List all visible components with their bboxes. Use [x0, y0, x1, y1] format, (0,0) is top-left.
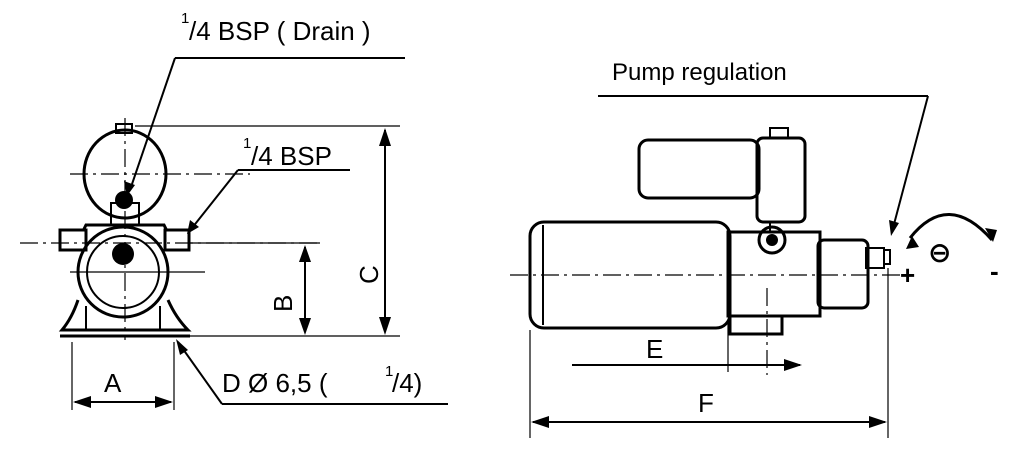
- rotation-plus-label: +: [900, 260, 915, 290]
- drain-port-dot: [115, 191, 133, 209]
- rotation-minus-label: -: [990, 256, 999, 286]
- dim-b-label: B: [268, 295, 298, 312]
- side-view: [510, 95, 997, 438]
- dim-f-label: F: [698, 388, 714, 418]
- mount-hole-label-suffix: /4): [392, 368, 422, 398]
- dim-a-label: A: [104, 368, 122, 398]
- bsp-port-label-sup: 1: [243, 135, 251, 152]
- dim-e-label: E: [646, 334, 663, 364]
- mount-hole-label-prefix: D Ø 6,5 (: [222, 368, 328, 398]
- rotation-minus-circled-icon: ⊖: [928, 237, 951, 268]
- mount-hole-label-sup: 1: [385, 363, 393, 380]
- pump-regulation-label: Pump regulation: [612, 59, 787, 86]
- end-view: [20, 57, 448, 410]
- drain-port-label-sup: 1: [181, 10, 189, 27]
- drain-port-label: /4 BSP ( Drain ): [189, 16, 371, 46]
- dim-c-label: C: [354, 265, 384, 284]
- bsp-port-dot: [112, 243, 134, 265]
- bsp-port-label: /4 BSP: [251, 141, 332, 171]
